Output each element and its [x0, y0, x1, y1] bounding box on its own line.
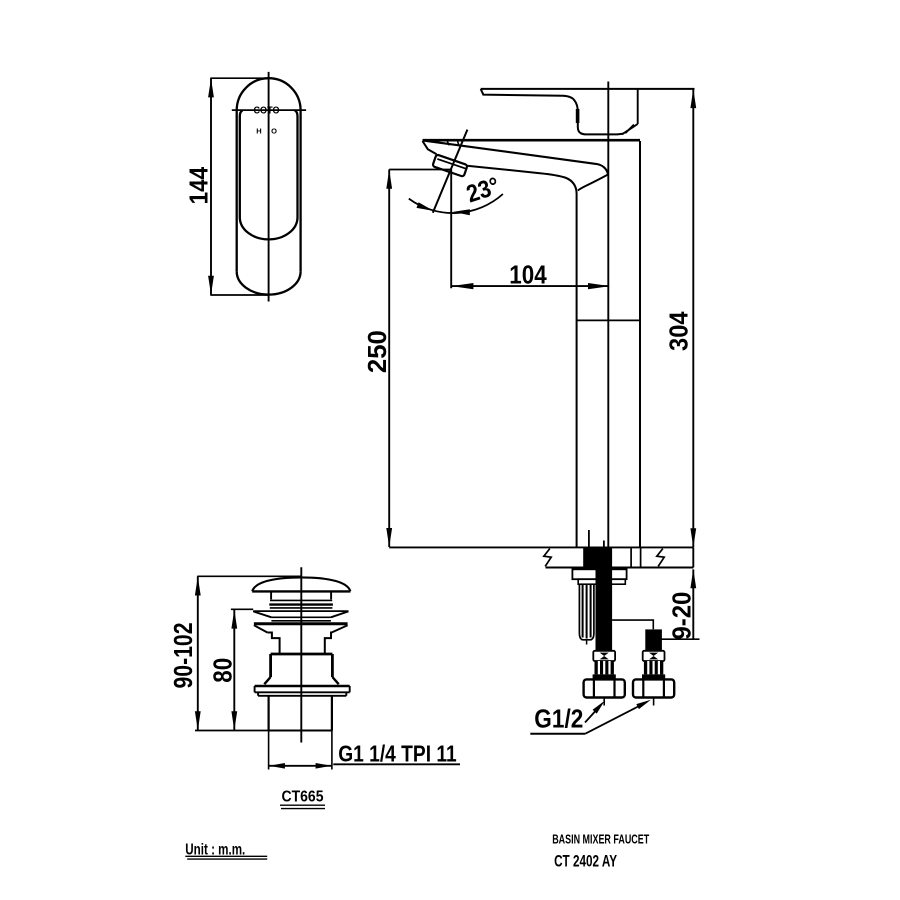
svg-text:250: 250 [362, 330, 392, 373]
svg-text:CT 2402 AY: CT 2402 AY [554, 852, 617, 871]
svg-text:80: 80 [208, 658, 238, 683]
svg-text:COTO: COTO [254, 106, 280, 117]
svg-text:90-102: 90-102 [168, 623, 198, 689]
svg-text:304: 304 [664, 311, 694, 351]
svg-text:H: H [256, 127, 261, 136]
svg-text:CT665: CT665 [282, 789, 324, 806]
svg-text:BASIN MIXER FAUCET: BASIN MIXER FAUCET [552, 832, 649, 847]
svg-text:Unit : m.m.: Unit : m.m. [185, 842, 245, 859]
svg-text:104: 104 [509, 259, 547, 289]
svg-text:144: 144 [183, 166, 213, 204]
svg-text:9-20: 9-20 [666, 592, 696, 640]
svg-text:G1/2: G1/2 [534, 706, 583, 734]
svg-text:O: O [271, 127, 277, 136]
svg-text:G1 1/4 TPI 11: G1 1/4 TPI 11 [338, 741, 457, 767]
